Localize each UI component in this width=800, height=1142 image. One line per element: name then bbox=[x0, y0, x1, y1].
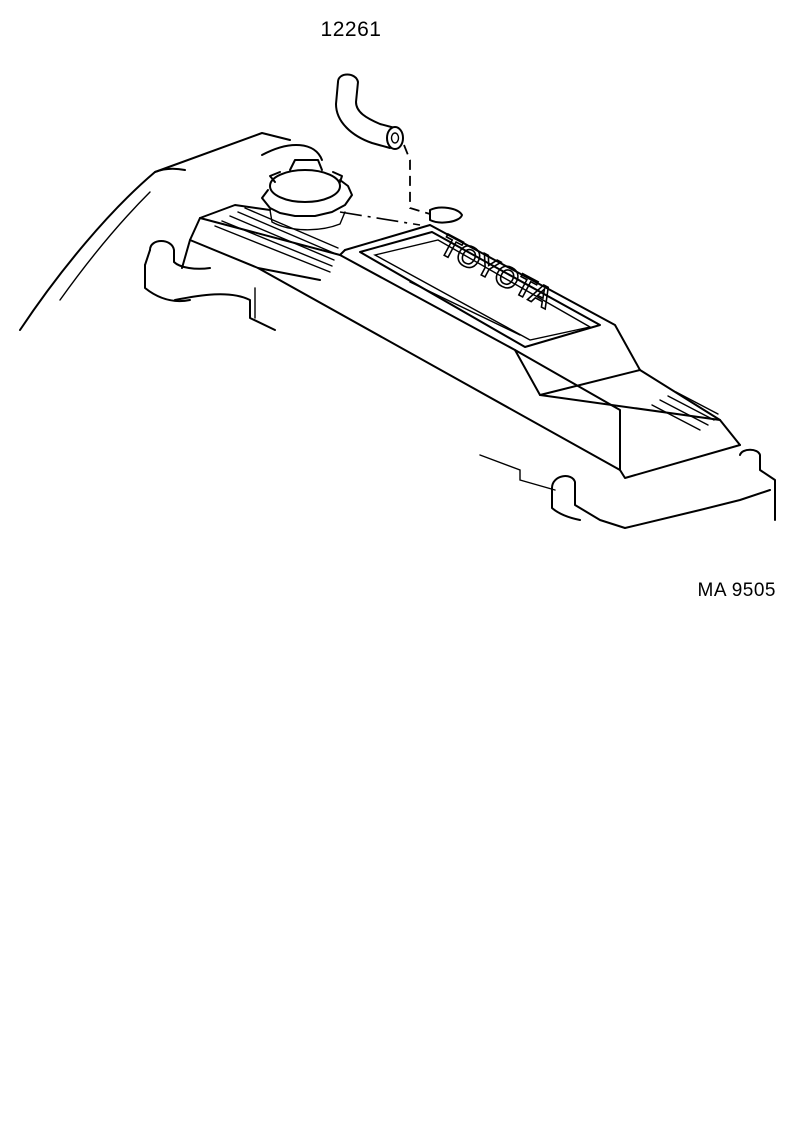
hood-outline bbox=[19, 132, 291, 331]
installation-lines bbox=[339, 144, 463, 226]
cylinder-head-cover bbox=[144, 204, 776, 529]
part-number-label: 12261 bbox=[321, 18, 382, 41]
ventilation-hose bbox=[335, 73, 404, 150]
figure-code: MA 9505 bbox=[698, 580, 777, 601]
oil-filler-cap bbox=[261, 143, 353, 231]
